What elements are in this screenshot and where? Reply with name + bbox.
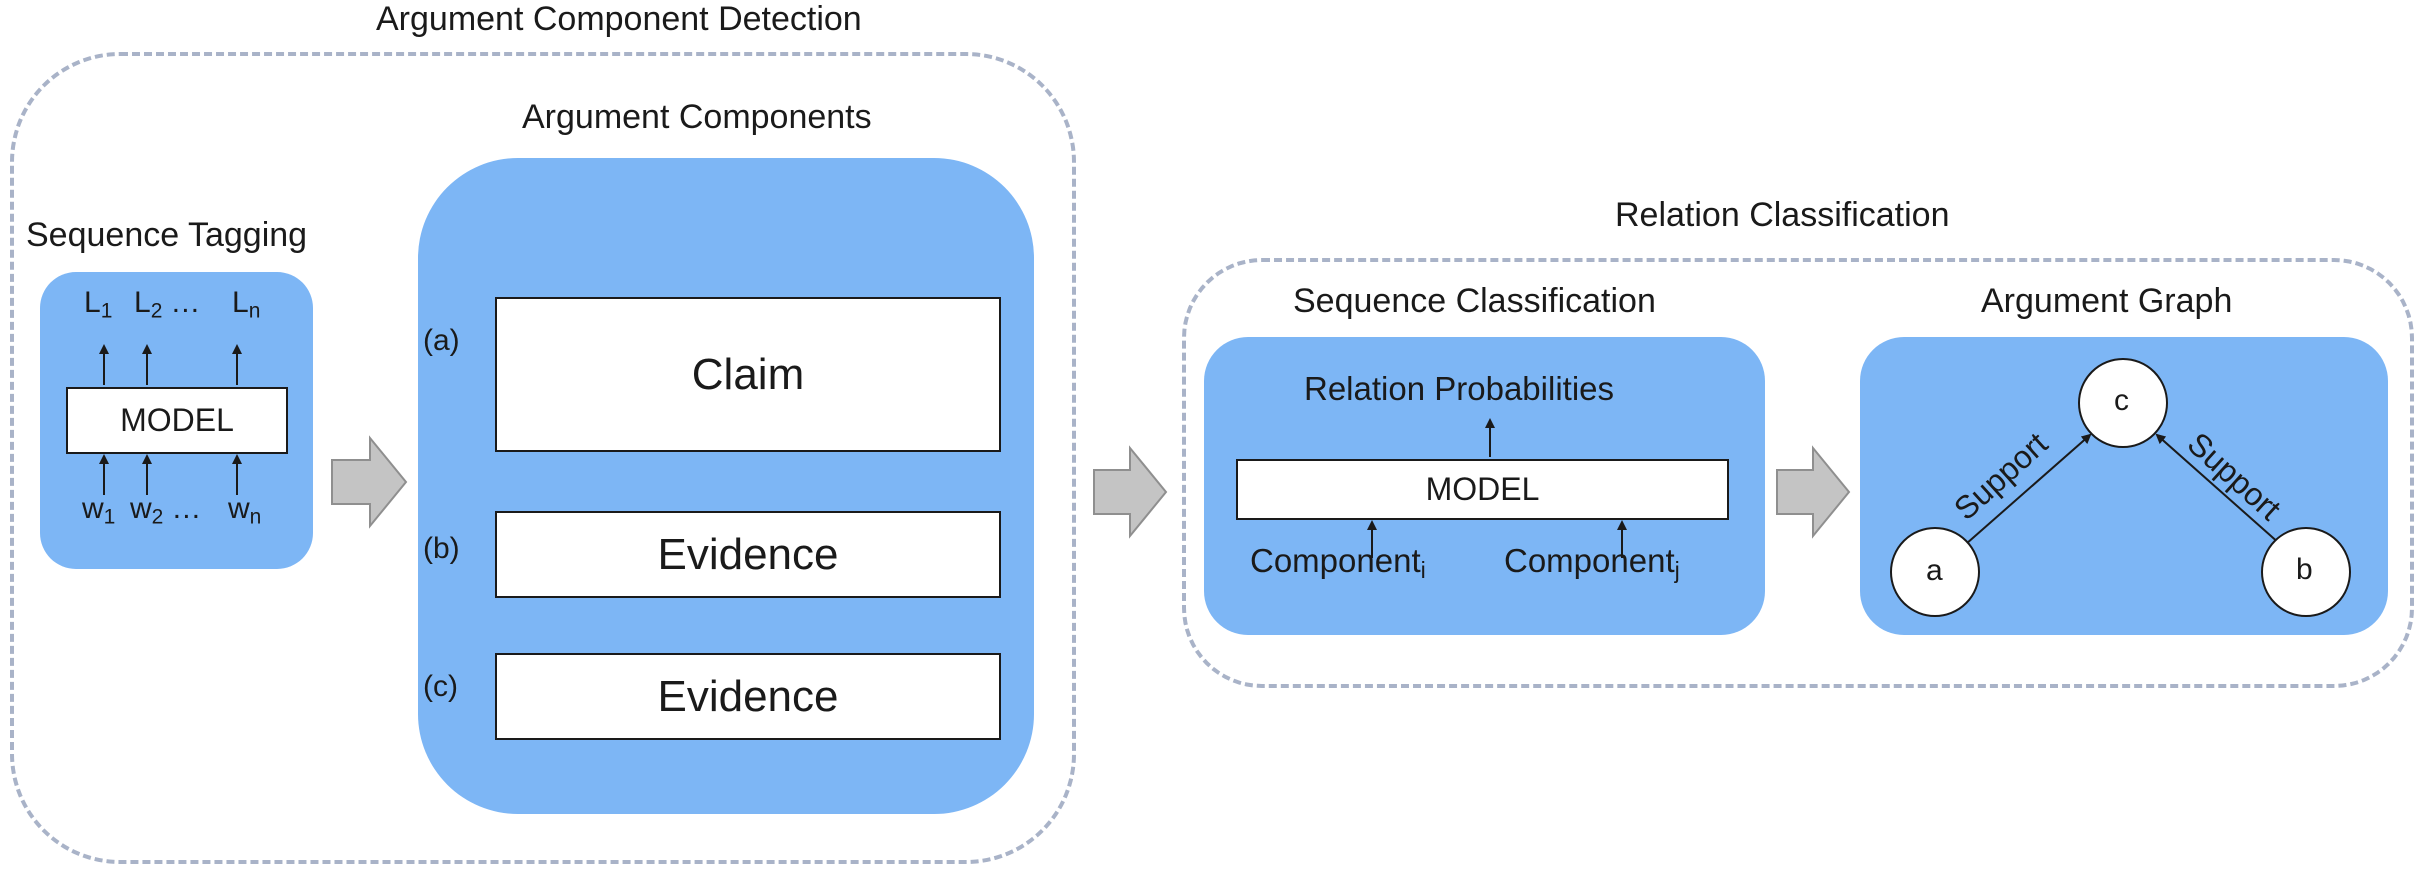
input-word-w1: w1 (82, 492, 116, 529)
evidence-label-2: Evidence (657, 671, 839, 721)
graph-node-c (2078, 358, 2168, 448)
graph-edges (1965, 433, 2281, 545)
argument-graph-title: Argument Graph (1981, 282, 2233, 320)
tagging-model-label: MODEL (120, 402, 234, 438)
relation-title: Relation Classification (1615, 196, 1950, 234)
relation-frame (1182, 258, 2414, 688)
detection-title: Argument Component Detection (370, 0, 868, 39)
graph-node-b (2261, 527, 2351, 617)
tagging-model-box: MODEL (66, 387, 288, 454)
classification-model-label: MODEL (1425, 471, 1540, 507)
graph-node-a (1890, 527, 1980, 617)
sequence-classification-title: Sequence Classification (1293, 282, 1656, 320)
tagging-arrows (99, 344, 242, 495)
node-a-label: a (1926, 554, 1943, 587)
output-label-l2: L2… (134, 286, 201, 323)
node-b-label: b (2296, 553, 2313, 586)
output-label-ln: Ln (232, 286, 261, 323)
output-label-l1: L1 (84, 286, 113, 323)
classification-arrows (1367, 418, 1627, 558)
component-j-label: Componentj (1504, 542, 1680, 583)
component-marker-a: (a) (423, 324, 460, 357)
evidence-label-1: Evidence (657, 529, 839, 579)
input-word-wn: wn (228, 492, 262, 529)
claim-label: Claim (691, 349, 805, 399)
component-marker-b: (b) (423, 532, 460, 565)
claim-box: Claim (495, 297, 1001, 452)
component-i-label: Componenti (1250, 542, 1426, 583)
sequence-tagging-title: Sequence Tagging (26, 216, 308, 254)
flow-arrows (331, 435, 1851, 539)
input-word-w2: w2… (130, 492, 202, 529)
component-marker-c: (c) (423, 670, 458, 703)
node-c-label: c (2114, 384, 2129, 417)
classification-model-box: MODEL (1236, 459, 1729, 520)
detection-frame (10, 52, 1076, 864)
evidence-box-1: Evidence (495, 511, 1001, 598)
relation-probabilities-label: Relation Probabilities (1304, 370, 1615, 407)
evidence-box-2: Evidence (495, 653, 1001, 740)
components-title: Argument Components (522, 98, 872, 136)
